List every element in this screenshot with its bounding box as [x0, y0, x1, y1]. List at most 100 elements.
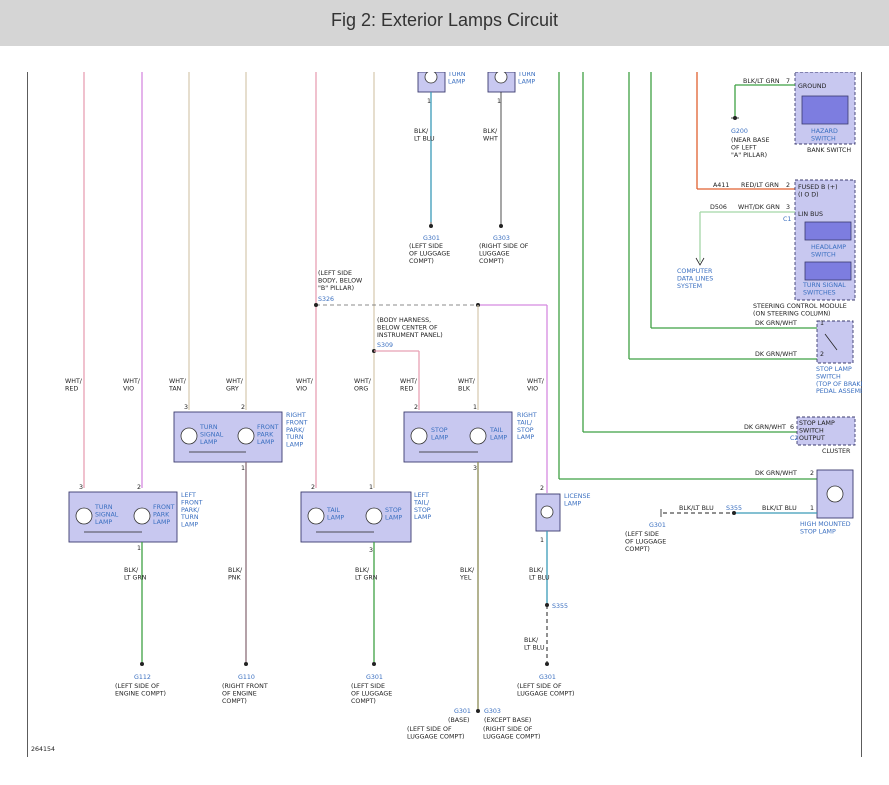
- svg-text:3: 3: [473, 465, 477, 472]
- svg-text:6: 6: [790, 424, 794, 431]
- svg-text:3: 3: [369, 547, 373, 554]
- wire-label-9: WHT/VIO: [527, 378, 545, 392]
- wire-label-6: WHT/ORG: [354, 378, 372, 392]
- svg-text:2: 2: [540, 485, 544, 492]
- svg-text:BLK/WHT: BLK/WHT: [483, 128, 498, 142]
- svg-text:C2: C2: [790, 435, 798, 442]
- svg-text:G303: G303: [484, 708, 501, 715]
- figure-id: 264154: [31, 746, 55, 753]
- svg-text:2: 2: [137, 484, 141, 491]
- svg-text:S355: S355: [552, 603, 568, 610]
- wire-label-2: WHT/VIO: [123, 378, 141, 392]
- wire-label-3: WHT/TAN: [168, 378, 187, 392]
- svg-text:S309: S309: [377, 342, 393, 349]
- svg-text:G301: G301: [454, 708, 471, 715]
- svg-text:2: 2: [241, 404, 245, 411]
- svg-text:G301: G301: [366, 674, 383, 681]
- svg-text:2: 2: [311, 484, 315, 491]
- svg-text:1: 1: [137, 545, 141, 552]
- svg-text:2: 2: [810, 470, 814, 477]
- svg-text:DK GRN/WHT: DK GRN/WHT: [755, 320, 797, 327]
- svg-text:1: 1: [369, 484, 373, 491]
- svg-text:1: 1: [820, 320, 824, 327]
- svg-text:G303: G303: [493, 235, 510, 242]
- svg-text:BLK/LT BLU: BLK/LT BLU: [762, 505, 797, 512]
- svg-text:1: 1: [497, 98, 501, 105]
- svg-text:RED/LT GRN: RED/LT GRN: [741, 182, 779, 189]
- svg-text:S326: S326: [318, 296, 334, 303]
- svg-text:BLK/LT GRN: BLK/LT GRN: [355, 567, 378, 581]
- svg-text:1: 1: [241, 465, 245, 472]
- svg-text:2: 2: [820, 351, 824, 358]
- svg-text:3: 3: [79, 484, 83, 491]
- wire-label-blk-yel: BLK/YEL: [459, 567, 475, 581]
- svg-text:GROUND: GROUND: [798, 83, 827, 90]
- svg-text:1: 1: [473, 404, 477, 411]
- svg-text:LIN BUS: LIN BUS: [798, 211, 823, 218]
- svg-text:A411: A411: [713, 182, 729, 189]
- svg-text:BLK/LT BLU: BLK/LT BLU: [414, 128, 435, 142]
- ground-g301-license: BLK/LT BLU BLK/LT BLU G301 (LEFT SIDE OF…: [517, 567, 575, 697]
- svg-text:G301: G301: [539, 674, 556, 681]
- svg-text:BLK/LT GRN: BLK/LT GRN: [124, 567, 147, 581]
- wire-label-1: WHT/RED: [65, 378, 83, 392]
- svg-text:7: 7: [786, 78, 790, 85]
- svg-text:BLK/LT BLU: BLK/LT BLU: [679, 505, 714, 512]
- svg-text:G200: G200: [731, 128, 748, 135]
- svg-text:3: 3: [184, 404, 188, 411]
- wire-label-7: WHT/RED: [400, 378, 418, 392]
- svg-text:DK GRN/WHT: DK GRN/WHT: [755, 470, 797, 477]
- svg-text:C1: C1: [783, 216, 791, 223]
- svg-text:BANK SWITCH: BANK SWITCH: [807, 147, 851, 154]
- title-bar: Fig 2: Exterior Lamps Circuit: [0, 0, 889, 46]
- svg-text:S355: S355: [726, 505, 742, 512]
- svg-text:2: 2: [414, 404, 418, 411]
- svg-text:BLK/LT BLU: BLK/LT BLU: [524, 637, 545, 651]
- svg-text:DK GRN/WHT: DK GRN/WHT: [755, 351, 797, 358]
- wire-label-5: WHT/VIO: [296, 378, 314, 392]
- wire-label-4: WHT/GRY: [226, 378, 244, 392]
- splice-s355-license: S355: [545, 603, 568, 662]
